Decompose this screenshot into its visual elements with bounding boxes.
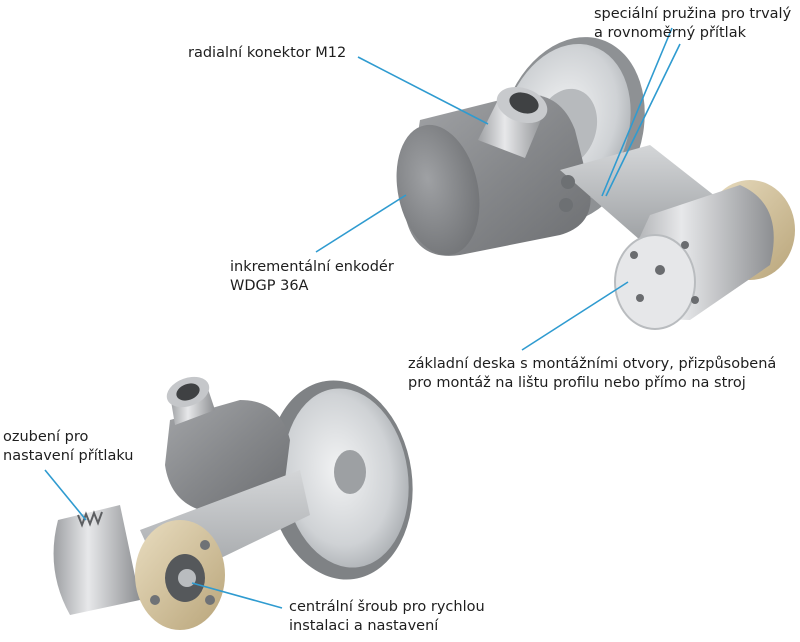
top-mount-hole bbox=[636, 294, 644, 302]
bottom-wheel-hub bbox=[334, 450, 366, 494]
label-screw-line2: instalaci a nastavení bbox=[289, 618, 439, 634]
leader-line-spring-2 bbox=[605, 43, 681, 197]
leader-line-encoder bbox=[315, 194, 407, 253]
top-encoder-assembly bbox=[396, 37, 795, 330]
label-screw: centrální šroub pro rychlou instalaci a … bbox=[289, 598, 485, 636]
label-baseplate: základní deska s montážními otvory, přiz… bbox=[408, 355, 776, 393]
label-connector: radialní konektor M12 bbox=[188, 44, 346, 63]
bottom-flange-screw bbox=[150, 595, 160, 605]
label-baseplate-line1: základní deska s montážními otvory, přiz… bbox=[408, 356, 777, 372]
label-encoder: inkrementální enkodér WDGP 36A bbox=[230, 258, 394, 296]
label-spring-line2: a rovnoměrný přítlak bbox=[594, 25, 746, 41]
top-mount-hole bbox=[691, 296, 699, 304]
top-mount-hole bbox=[681, 241, 689, 249]
label-spring-line1: speciální pružina pro trvalý bbox=[594, 6, 792, 22]
label-encoder-line1: inkrementální enkodér bbox=[230, 259, 394, 275]
top-encoder-end-cap bbox=[396, 124, 480, 256]
leader-line-spring-1 bbox=[601, 27, 673, 197]
top-connector-pins bbox=[509, 92, 539, 114]
label-screw-line1: centrální šroub pro rychlou bbox=[289, 599, 485, 615]
label-encoder-line2: WDGP 36A bbox=[230, 278, 309, 294]
bottom-adjust-teeth bbox=[77, 510, 103, 528]
leader-lines bbox=[44, 27, 681, 609]
label-connector-line1: radialní konektor M12 bbox=[188, 45, 347, 61]
bottom-encoder-assembly bbox=[53, 376, 413, 630]
bottom-encoder-body bbox=[165, 400, 290, 510]
bottom-flange-screw bbox=[205, 595, 215, 605]
leader-line-teeth bbox=[44, 469, 87, 521]
bottom-central-screw bbox=[178, 569, 196, 587]
top-arm-screw-2 bbox=[559, 198, 573, 212]
top-mount-hole bbox=[630, 251, 638, 259]
label-spring: speciální pružina pro trvalý a rovnoměrn… bbox=[594, 5, 791, 43]
top-arm-screw bbox=[561, 175, 575, 189]
label-teeth-line1: ozubení pro bbox=[3, 429, 89, 445]
label-teeth-line2: nastavení přítlaku bbox=[3, 448, 134, 464]
leader-line-baseplate bbox=[521, 281, 629, 351]
label-baseplate-line2: pro montáž na lištu profilu nebo přímo n… bbox=[408, 375, 746, 391]
bottom-flange-screw bbox=[200, 540, 210, 550]
leader-line-connector bbox=[357, 56, 489, 125]
top-mount-hole bbox=[655, 265, 665, 275]
bottom-connector-pins bbox=[176, 383, 200, 401]
bottom-coupling bbox=[53, 505, 141, 615]
label-teeth: ozubení pro nastavení přítlaku bbox=[3, 428, 133, 466]
leader-line-screw bbox=[191, 582, 283, 609]
